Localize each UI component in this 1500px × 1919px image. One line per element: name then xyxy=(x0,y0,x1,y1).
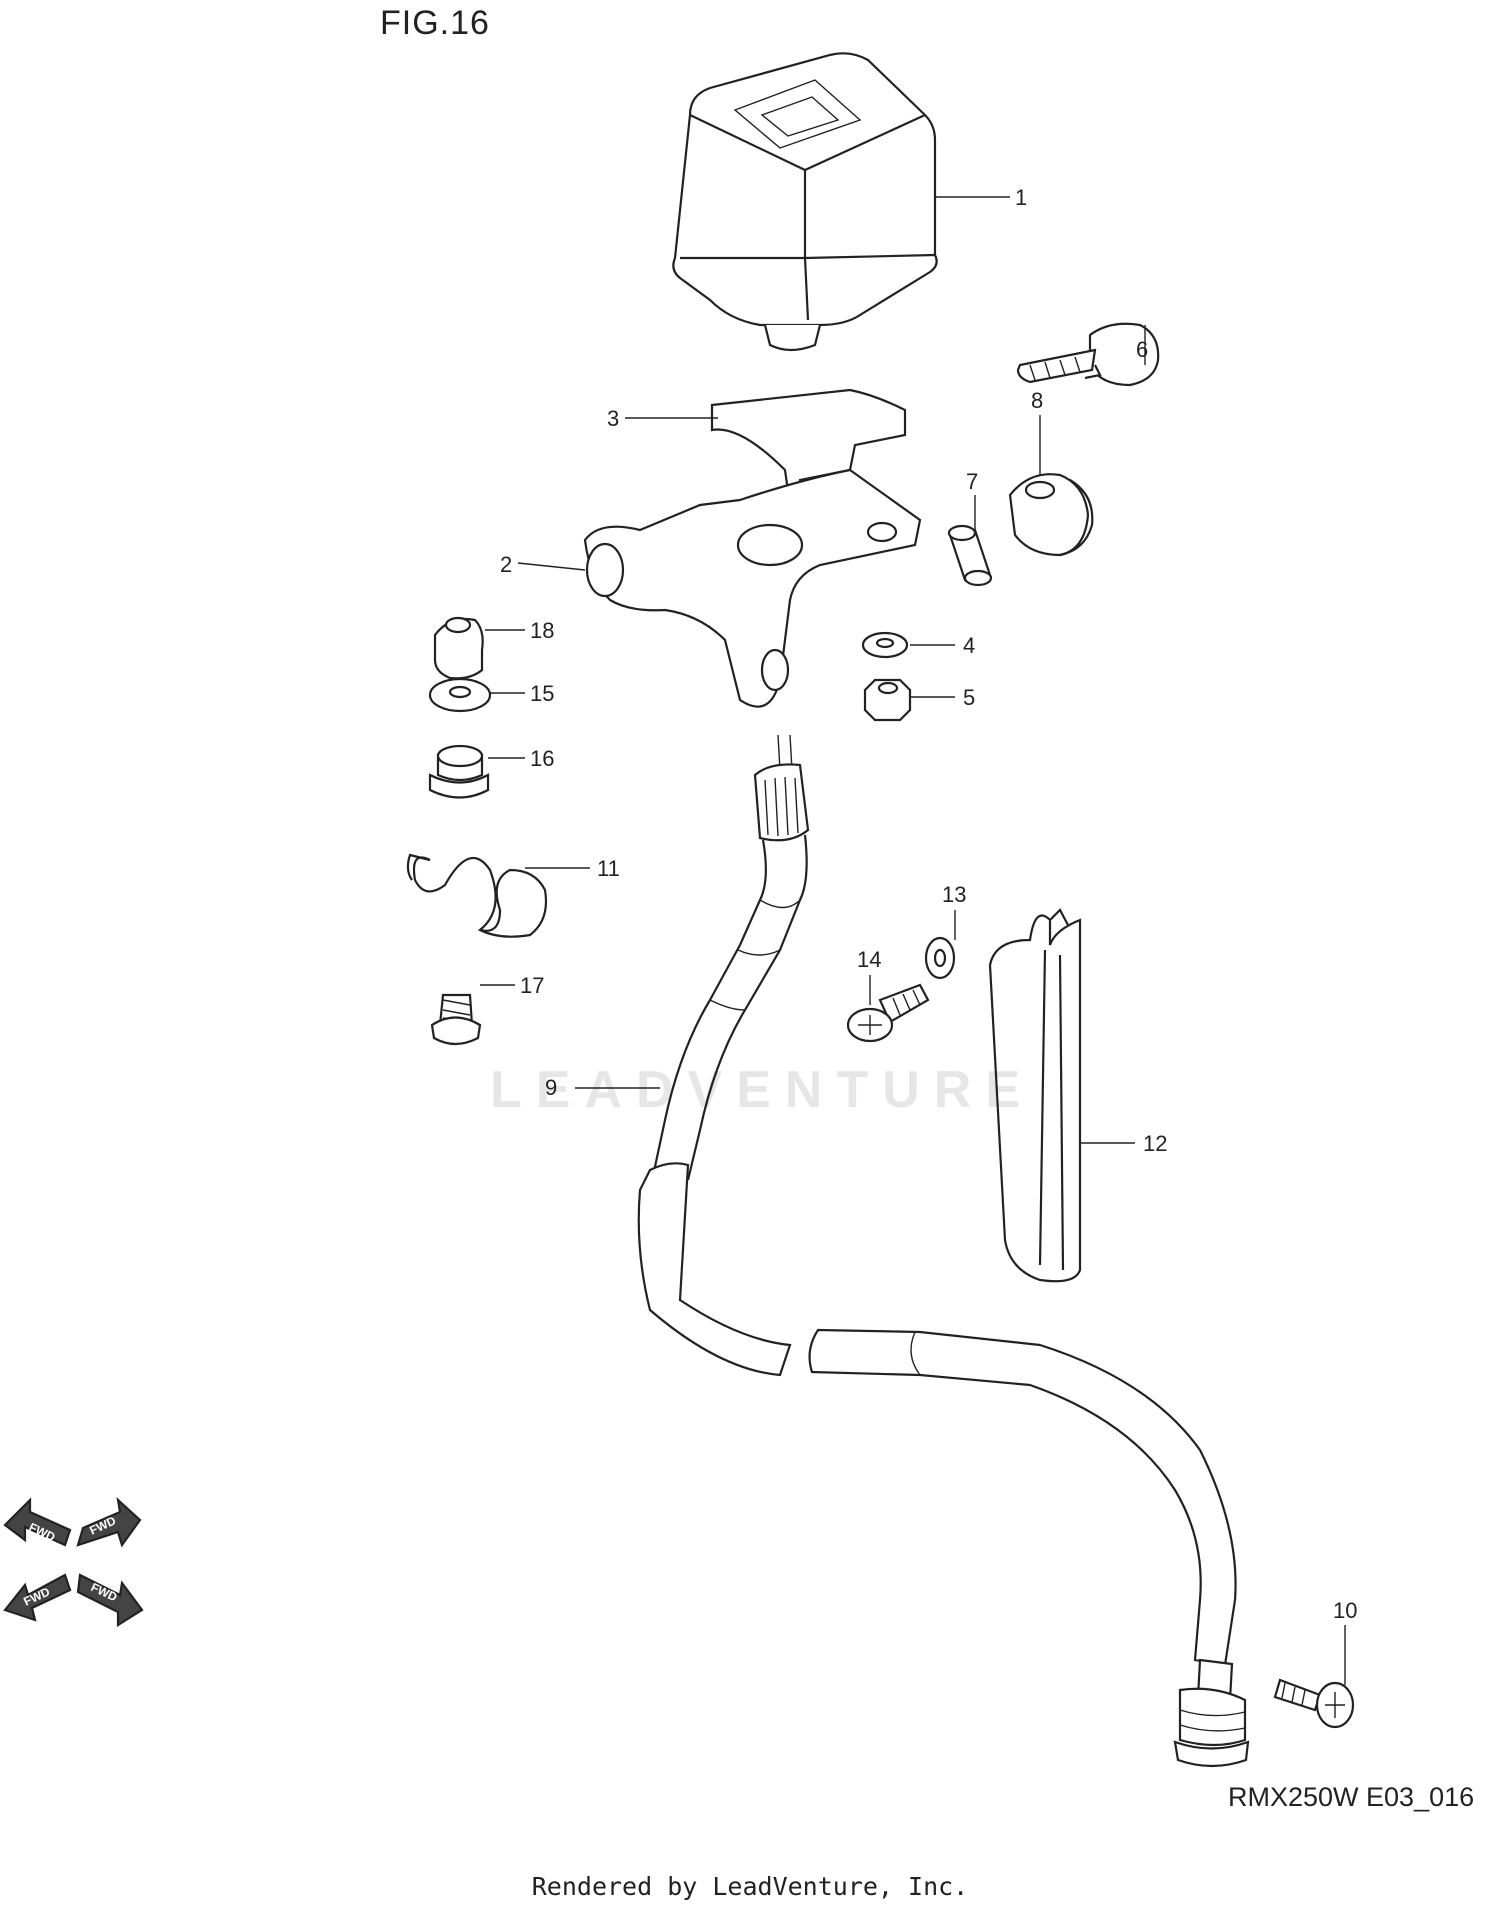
fwd-arrow-icon xyxy=(3,1573,72,1622)
part-12-guide[interactable] xyxy=(988,908,1082,1283)
callout-numbers: 1 2 3 4 5 6 7 8 9 10 11 12 13 14 15 16 1… xyxy=(500,185,1357,1623)
part-10-screw[interactable] xyxy=(1273,1678,1355,1729)
leader-lines xyxy=(480,196,1346,1685)
fwd-arrow-icon xyxy=(3,1497,72,1547)
callout-15: 15 xyxy=(530,681,554,706)
watermark: LEADVENTURE xyxy=(490,1061,1035,1119)
callout-18: 18 xyxy=(530,618,554,643)
callout-4: 4 xyxy=(963,633,975,658)
part-8-grommet[interactable] xyxy=(1008,473,1094,557)
callout-14: 14 xyxy=(857,947,881,972)
callout-10: 10 xyxy=(1333,1598,1357,1623)
fwd-arrow-icon xyxy=(76,1573,144,1627)
callout-7: 7 xyxy=(966,469,978,494)
diagram-code: RMX250W E03_016 xyxy=(1228,1782,1475,1812)
part-6-bolt[interactable] xyxy=(1016,322,1160,387)
part-14-screw[interactable] xyxy=(846,983,930,1043)
footer-credit: Rendered by LeadVenture, Inc. xyxy=(531,1872,969,1901)
figure-title: FIG.16 xyxy=(380,4,490,42)
part-18-nut[interactable] xyxy=(433,616,484,680)
part-5-nut[interactable] xyxy=(863,678,912,722)
part-13-washer[interactable] xyxy=(924,936,956,980)
callout-9: 9 xyxy=(545,1075,557,1100)
part-7-collar[interactable] xyxy=(947,524,993,587)
part-17-screw[interactable] xyxy=(430,993,482,1046)
fwd-labels: FWD FWD FWD FWD xyxy=(21,1513,119,1608)
part-4-washer[interactable] xyxy=(861,631,909,659)
callout-1: 1 xyxy=(1015,185,1027,210)
callout-3: 3 xyxy=(607,406,619,431)
callout-12: 12 xyxy=(1143,1131,1167,1156)
callout-2: 2 xyxy=(500,552,512,577)
part-15-washer[interactable] xyxy=(428,677,492,713)
part-1-speedometer[interactable] xyxy=(672,52,938,352)
part-2-bracket[interactable] xyxy=(583,468,922,708)
direction-arrows xyxy=(3,1497,144,1627)
callout-16: 16 xyxy=(530,746,554,771)
callout-13: 13 xyxy=(942,882,966,907)
callout-11: 11 xyxy=(597,856,620,881)
callout-17: 17 xyxy=(520,973,544,998)
callout-5: 5 xyxy=(963,685,975,710)
part-16-spacer[interactable] xyxy=(428,744,490,799)
callout-8: 8 xyxy=(1031,388,1043,413)
part-9-cable[interactable] xyxy=(637,734,1250,1768)
callout-6: 6 xyxy=(1136,337,1148,362)
fwd-arrow-icon xyxy=(76,1497,142,1548)
part-11-clamp[interactable] xyxy=(406,853,548,938)
